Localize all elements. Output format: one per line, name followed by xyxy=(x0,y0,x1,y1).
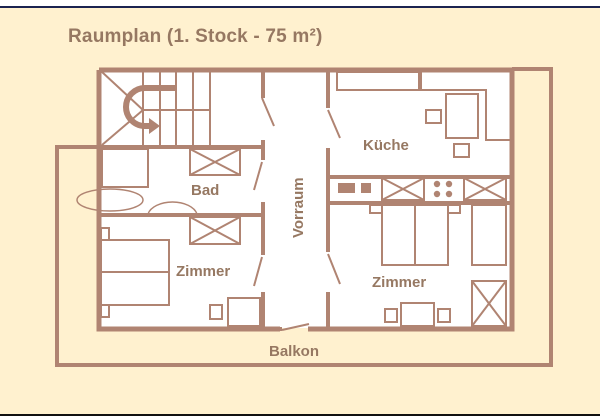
stair-direction-arrow-icon xyxy=(123,85,176,134)
sink-icon xyxy=(338,183,371,193)
room-label-zimmer-left: Zimmer xyxy=(176,263,230,280)
door-swings xyxy=(253,97,341,331)
kitchen-fixtures xyxy=(336,71,510,201)
room-label-kueche: Küche xyxy=(363,137,409,154)
room-label-vorraum: Vorraum xyxy=(290,177,307,238)
bathroom-fixtures xyxy=(76,148,241,215)
left-room-furniture xyxy=(100,216,261,327)
outer-walls xyxy=(96,67,515,332)
room-label-balkon: Balkon xyxy=(269,343,319,360)
right-room-furniture xyxy=(369,204,507,327)
stove-hob-icon xyxy=(433,180,453,198)
page-title: Raumplan (1. Stock - 75 m²) xyxy=(68,26,323,47)
room-label-bad: Bad xyxy=(191,182,219,199)
room-label-zimmer-right: Zimmer xyxy=(372,274,426,291)
staircase xyxy=(101,71,211,146)
balcony-outline xyxy=(55,67,553,367)
apartment-floor xyxy=(99,70,511,328)
